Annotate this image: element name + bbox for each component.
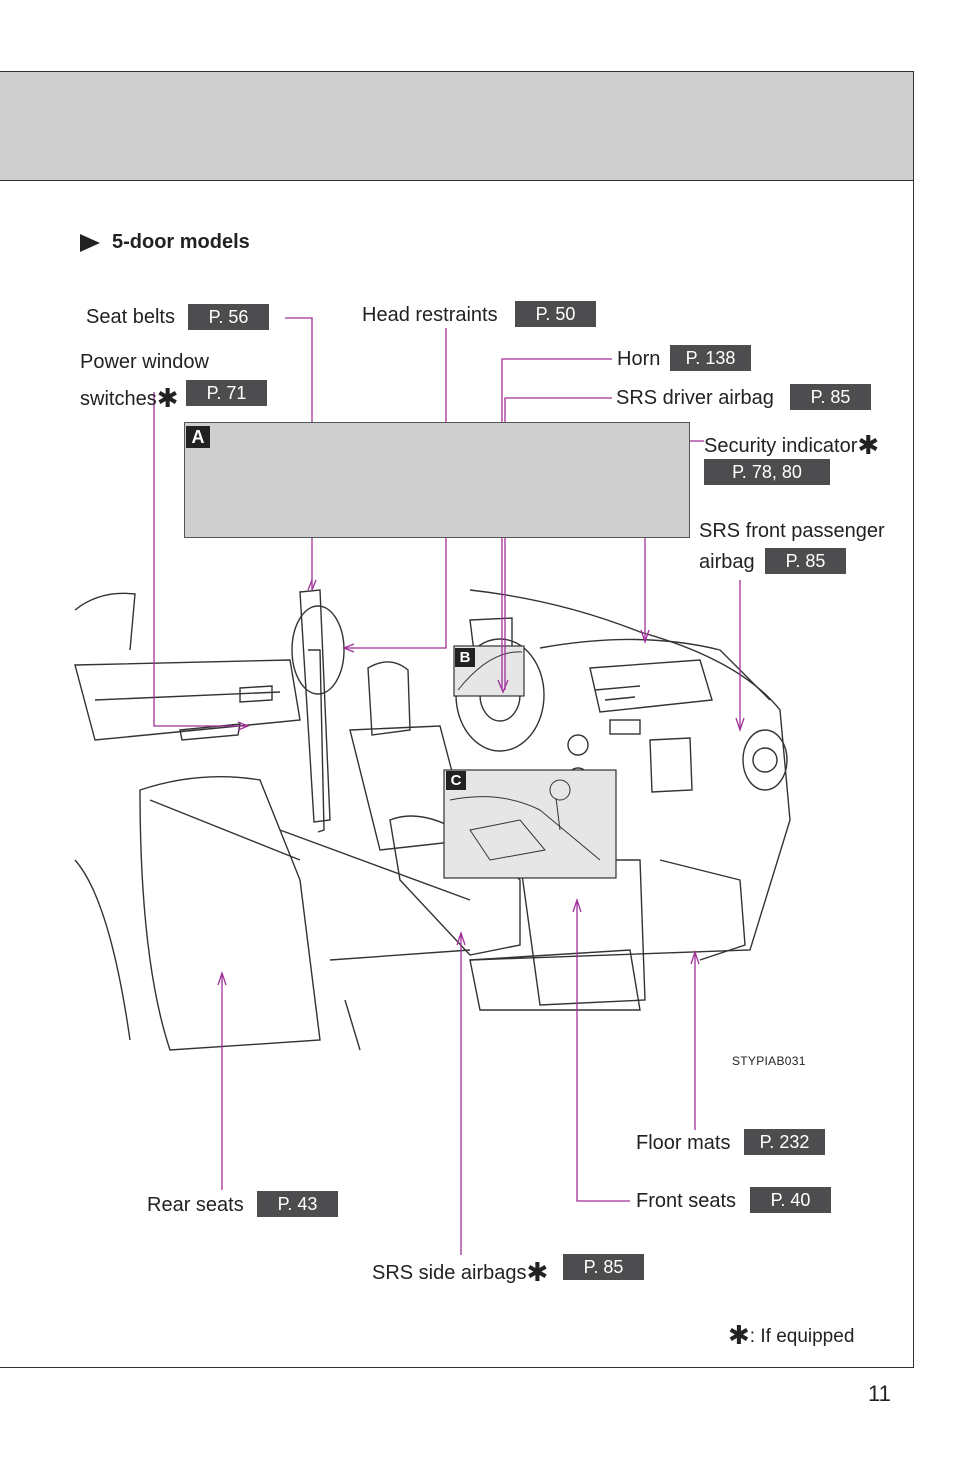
page-number: 11	[868, 1381, 891, 1406]
power-window-page[interactable]: P. 71	[186, 380, 267, 406]
front-seats-label: Front seats	[636, 1190, 737, 1212]
srs-side-airbags-page[interactable]: P. 85	[563, 1254, 644, 1280]
hvac-knob	[567, 734, 589, 756]
floor-mats-page[interactable]: P. 232	[744, 1129, 825, 1155]
inset-tag-c: C	[446, 771, 466, 790]
section-title: 5-door models	[112, 231, 250, 253]
center-console	[589, 659, 713, 713]
srs-front-passenger-label-line2: airbag	[699, 551, 755, 573]
image-code: STYPIAB031	[732, 1054, 806, 1068]
inset-b-box	[453, 645, 525, 697]
rear-seats-page[interactable]: P. 43	[257, 1191, 338, 1217]
power-window-label-text: switches	[80, 388, 157, 410]
security-indicator-label: Security indicator	[704, 435, 858, 457]
inset-tag-b: B	[455, 648, 475, 667]
srs-side-airbags-label: SRS side airbags	[372, 1262, 527, 1284]
power-window-label-line2: switches✱	[80, 383, 179, 411]
inset-a-box	[184, 422, 690, 538]
seat-belts-label: Seat belts	[86, 306, 175, 328]
floor-mat-outline	[659, 859, 746, 961]
driver-headrest	[367, 661, 411, 736]
section-heading: 5-door models	[80, 231, 250, 254]
rear-window-outline	[74, 592, 136, 651]
horn-label: Horn	[617, 348, 661, 370]
security-indicator-page[interactable]: P. 78, 80	[704, 459, 830, 485]
head-restraints-page[interactable]: P. 50	[515, 301, 596, 327]
asterisk-icon: ✱	[156, 383, 179, 413]
footnote-text: : If equipped	[749, 1326, 855, 1347]
head-restraints-label: Head restraints	[362, 304, 498, 326]
inset-tag-a: A	[186, 426, 210, 448]
asterisk-icon: ✱	[728, 1320, 750, 1350]
front-seats-page[interactable]: P. 40	[750, 1187, 831, 1213]
horn-page[interactable]: P. 138	[670, 345, 751, 371]
passenger-vent	[742, 729, 788, 791]
passenger-seat	[519, 859, 646, 1006]
srs-front-passenger-label-line1: SRS front passenger	[699, 520, 885, 542]
power-window-label-line1: Power window	[80, 351, 209, 373]
seat-belt-anchor	[291, 605, 345, 695]
floor-mats-label: Floor mats	[636, 1132, 731, 1154]
header-band	[0, 72, 913, 181]
dashboard-outline	[469, 589, 791, 961]
asterisk-icon: ✱	[526, 1257, 549, 1287]
security-indicator-label-wrap: Security indicator✱	[704, 430, 879, 458]
rear-seats-label: Rear seats	[147, 1194, 244, 1216]
rear-door-panel	[74, 659, 301, 741]
footnote: ✱: If equipped	[728, 1318, 855, 1350]
leader-lines	[153, 317, 745, 1255]
inset-c-box	[443, 769, 617, 879]
srs-front-passenger-page[interactable]: P. 85	[765, 548, 846, 574]
rear-seat	[139, 775, 321, 1051]
srs-driver-airbag-label: SRS driver airbag	[616, 387, 774, 409]
srs-side-airbags-label-wrap: SRS side airbags✱	[372, 1257, 548, 1285]
srs-driver-airbag-page[interactable]: P. 85	[790, 384, 871, 410]
b-pillar	[299, 589, 331, 823]
seat-belts-page[interactable]: P. 56	[188, 304, 269, 330]
asterisk-icon: ✱	[857, 430, 880, 460]
page-frame	[0, 71, 914, 1368]
rear-door-handle	[239, 685, 273, 703]
triangle-bullet-icon	[80, 233, 100, 252]
